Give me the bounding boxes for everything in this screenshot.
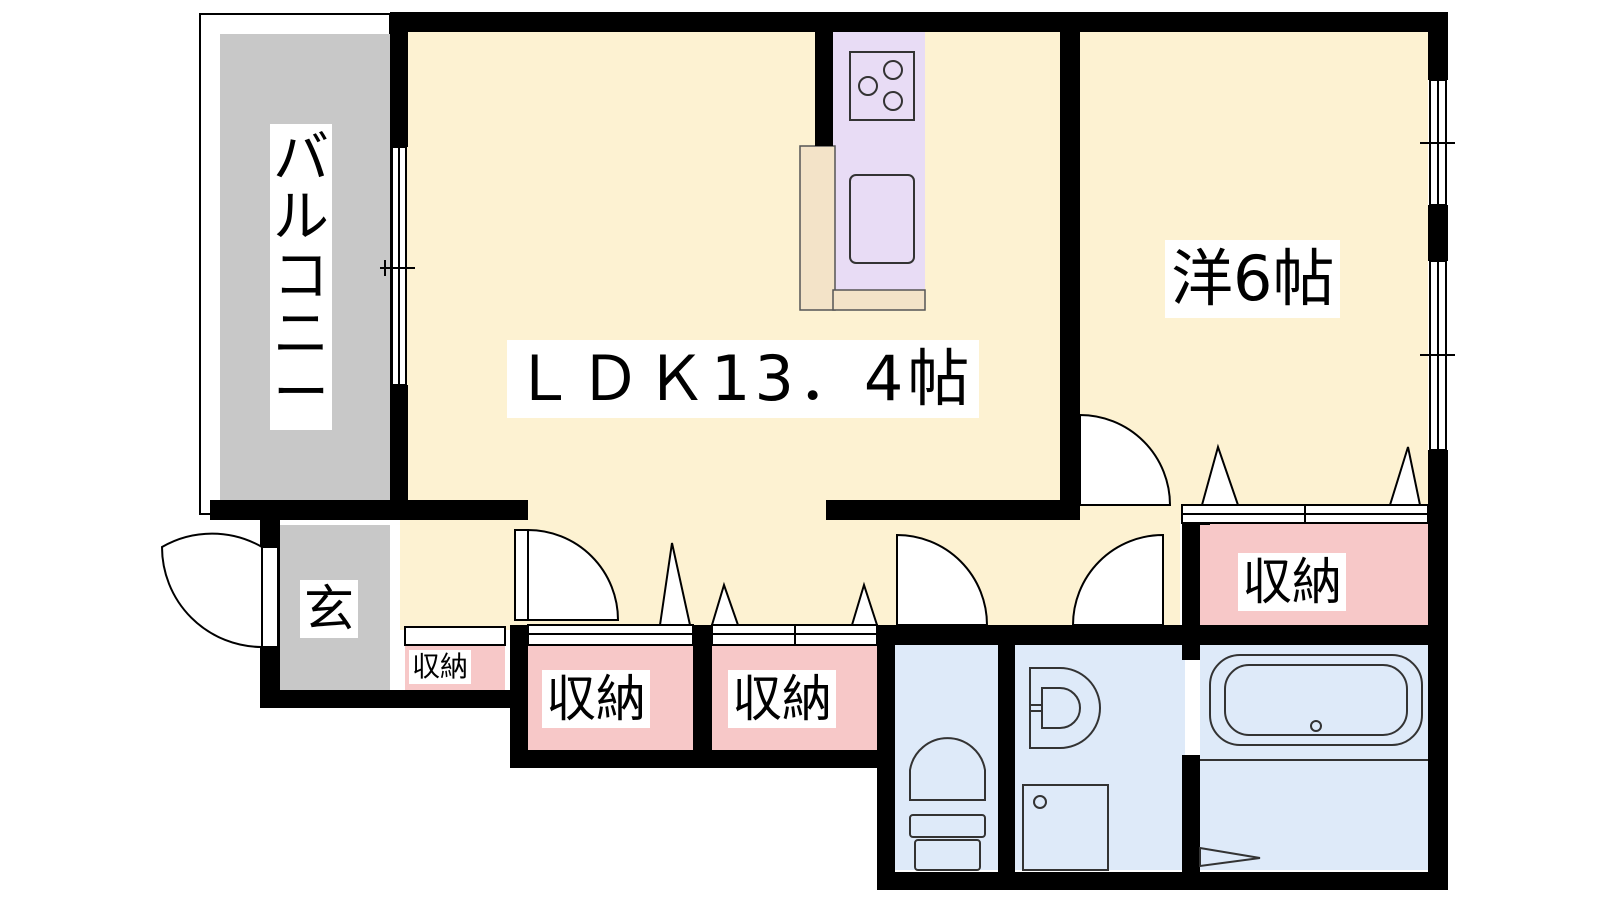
toilet-door-swing xyxy=(896,533,989,626)
ldk-label: ＬＤＫ13．4帖 xyxy=(507,340,980,418)
stove-icon xyxy=(849,51,915,121)
ldk-door-swing xyxy=(527,528,620,621)
kitchen-counter xyxy=(799,145,836,311)
front-door-swing xyxy=(160,532,263,649)
balcony-label: バルコニー xyxy=(270,124,332,430)
toilet-icon xyxy=(909,737,986,871)
front-door-leaf xyxy=(261,546,279,648)
bathtub-icon xyxy=(1199,654,1428,868)
washbasin-icon xyxy=(1022,667,1109,871)
storage-hall-right-label: 収納 xyxy=(728,670,836,728)
windows xyxy=(380,79,1455,451)
ldk-floor xyxy=(400,30,1060,500)
walls xyxy=(210,12,1448,890)
storage-hall-left-label: 収納 xyxy=(542,670,650,728)
washroom-door-swing xyxy=(1071,533,1164,626)
entrance-label: 玄 xyxy=(300,580,358,638)
ldk-door-leaf xyxy=(514,529,529,621)
sink-icon xyxy=(849,174,915,264)
storage-bedroom-label: 収納 xyxy=(1238,553,1346,611)
balcony-area xyxy=(199,13,391,515)
western-room-label: 洋6帖 xyxy=(1165,240,1341,318)
kitchen-counter-bottom xyxy=(832,289,926,311)
storage-entrance-label: 収納 xyxy=(409,650,472,684)
bedroom-door-swing xyxy=(1079,413,1172,506)
doors xyxy=(160,413,1429,649)
